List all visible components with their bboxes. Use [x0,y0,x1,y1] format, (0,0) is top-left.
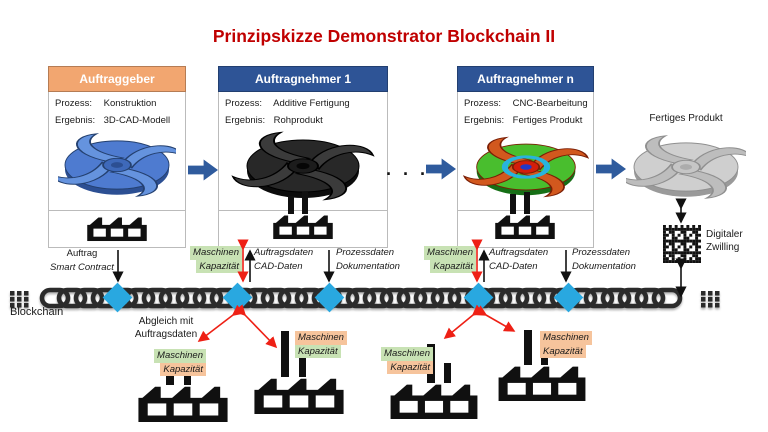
factory-chimney [302,192,308,214]
right-arrow-icon [188,159,218,181]
kapazitaet-label: Kapazität [540,344,586,358]
prozess-value: Konstruktion [103,98,157,109]
maschinen-label: Maschinen [540,331,592,345]
factory-icon [272,212,334,240]
ergebnis-value: Fertiges Produkt [512,115,583,126]
digitaler-line: Digitaler [706,229,743,240]
auftragsdaten-label: Auftragsdaten [489,247,549,258]
blockchain-chain-graphic [10,287,720,309]
kapazitaet-label: Kapazität [295,344,341,358]
prozess-label: Prozess: [55,98,92,109]
cad-daten-label: CAD-Daten [254,260,303,272]
factory-2-capacity-label: Maschinen Kapazität [295,331,367,358]
smart-contract-label: Smart Contract [50,261,114,273]
factory-strip [49,210,185,247]
cad-daten-label: CAD-Daten [489,260,538,272]
page-title: Prinzipskizze Demonstrator Blockchain II [212,26,556,46]
maschinen-label: Maschinen [190,246,242,260]
factory-icon [86,214,148,242]
fertiges-produkt-label: Fertiges Produkt [649,113,723,124]
prozess-label: Prozess: [464,98,501,109]
maschinen-label: Maschinen [381,347,433,361]
ergebnis-row: Ergebnis: Rohprodukt [219,115,387,126]
abgleich-label: Abgleich mit Auftragsdaten [114,315,218,341]
prozess-row: Prozess: Additive Fertigung [219,98,387,109]
ergebnis-label: Ergebnis: [55,115,96,126]
factory-4-capacity-label: Maschinen Kapazität [540,331,612,358]
prozess-value: CNC-Bearbeitung [512,98,588,109]
prozess-row: Prozess: Konstruktion [49,98,185,109]
factory-3-capacity-label: Maschinen Kapazität [355,347,433,374]
abgleich-line-2: Auftragsdaten [134,329,198,340]
prozess-value: Additive Fertigung [273,98,350,109]
data-matrix-icon [663,225,701,263]
factory-chimney [288,196,294,214]
factory-chimney [524,330,532,365]
prozess-label: Prozess: [225,98,262,109]
kapazitaet-label: Kapazität [196,259,242,273]
box-auftraggeber-header: Auftraggeber [48,66,186,92]
prozess-row: Prozess: CNC-Bearbeitung [458,98,593,109]
maschinen-label: Maschinen [424,246,476,260]
maschinen-label: Maschinen [154,349,206,363]
box-auftragnehmer-n-header: Auftragnehmer n [457,66,594,92]
factory-icon [494,212,556,240]
factory-chimney [444,363,451,383]
ergebnis-label: Ergebnis: [464,115,505,126]
factory-chimney [281,331,289,377]
prozessdaten-label: Prozessdaten [336,247,395,258]
digitaler-zwilling-label: Digitaler Zwilling [706,228,743,254]
ergebnis-row: Ergebnis: 3D-CAD-Modell [49,115,185,126]
factory-icon [252,375,346,414]
prozessdaten-flow-a: Prozessdaten Dokumentation [336,246,400,273]
auftragsdaten-flow-a: Auftragsdaten CAD-Daten [254,246,313,273]
impeller-finished-product-image [626,128,746,206]
auftragsdaten-label: Auftragsdaten [254,247,314,258]
maschinen-kapazitaet-flow-b: Maschinen Kapazität [412,246,476,273]
auftrag-label: Auftrag [66,248,98,259]
auftragsdaten-flow-b: Auftragsdaten CAD-Daten [489,246,548,273]
factory-chimney [510,194,516,214]
factory-1-capacity-label: Maschinen Kapazität [126,349,206,376]
prozessdaten-flow-b: Prozessdaten Dokumentation [572,246,636,273]
right-arrow-icon [596,158,626,180]
factory-chimney [184,368,191,385]
factory-icon [136,383,230,422]
ergebnis-value: Rohprodukt [273,115,323,126]
box-auftragnehmer-1-header: Auftragnehmer 1 [218,66,388,92]
impeller-cad-model-image [58,126,176,204]
kapazitaet-label: Kapazität [387,360,433,374]
dokumentation-label: Dokumentation [572,260,636,272]
right-arrow-icon [426,158,456,180]
factory-chimney [524,192,530,214]
factory-chimney [299,357,306,377]
ergebnis-label: Ergebnis: [225,115,266,126]
dokumentation-label: Dokumentation [336,260,400,272]
auftrag-flow-label: Auftrag Smart Contract [36,247,128,274]
factory-icon [496,363,588,401]
abgleich-line-1: Abgleich mit [138,316,194,327]
zwilling-line: Zwilling [706,242,740,253]
kapazitaet-label: Kapazität [430,259,476,273]
blockchain-label: Blockchain [10,306,64,318]
maschinen-kapazitaet-flow-a: Maschinen Kapazität [178,246,242,273]
ellipsis-dots: · · · [386,164,429,184]
factory-icon [388,381,480,419]
ergebnis-value: 3D-CAD-Modell [103,115,171,126]
ergebnis-row: Ergebnis: Fertiges Produkt [458,115,593,126]
maschinen-label: Maschinen [295,331,347,345]
prozessdaten-label: Prozessdaten [572,247,631,258]
kapazitaet-label: Kapazität [160,362,206,376]
